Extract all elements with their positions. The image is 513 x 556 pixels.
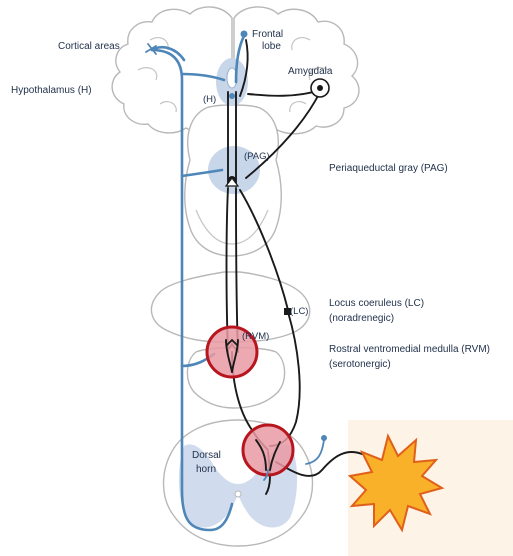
dorsal-horn-highlight-circle bbox=[243, 425, 293, 475]
label-amygdala: Amygdala bbox=[288, 66, 333, 77]
amygdala-node bbox=[311, 79, 329, 97]
label-dorsal-horn-1: Dorsal bbox=[192, 450, 221, 461]
label-frontal-lobe-2: lobe bbox=[262, 41, 281, 52]
label-rvm-short: (RVM) bbox=[242, 331, 269, 342]
label-frontal-lobe-1: Frontal bbox=[252, 29, 283, 40]
label-pag-short: (PAG) bbox=[244, 151, 270, 162]
label-cortical-areas: Cortical areas bbox=[58, 41, 120, 52]
label-periaqueductal-gray: Periaqueductal gray (PAG) bbox=[329, 163, 448, 174]
label-locus-coeruleus-2: (noradrenegic) bbox=[329, 313, 394, 324]
label-h-short: (H) bbox=[203, 94, 216, 105]
label-locus-coeruleus-1: Locus coeruleus (LC) bbox=[329, 298, 424, 309]
label-dorsal-horn-2: horn bbox=[196, 464, 216, 475]
label-rvm-2: (serotonergic) bbox=[329, 359, 391, 370]
label-hypothalamus: Hypothalamus (H) bbox=[11, 85, 92, 96]
label-rvm-1: Rostral ventromedial medulla (RVM) bbox=[329, 344, 490, 355]
label-lc-short: (LC) bbox=[290, 306, 308, 317]
